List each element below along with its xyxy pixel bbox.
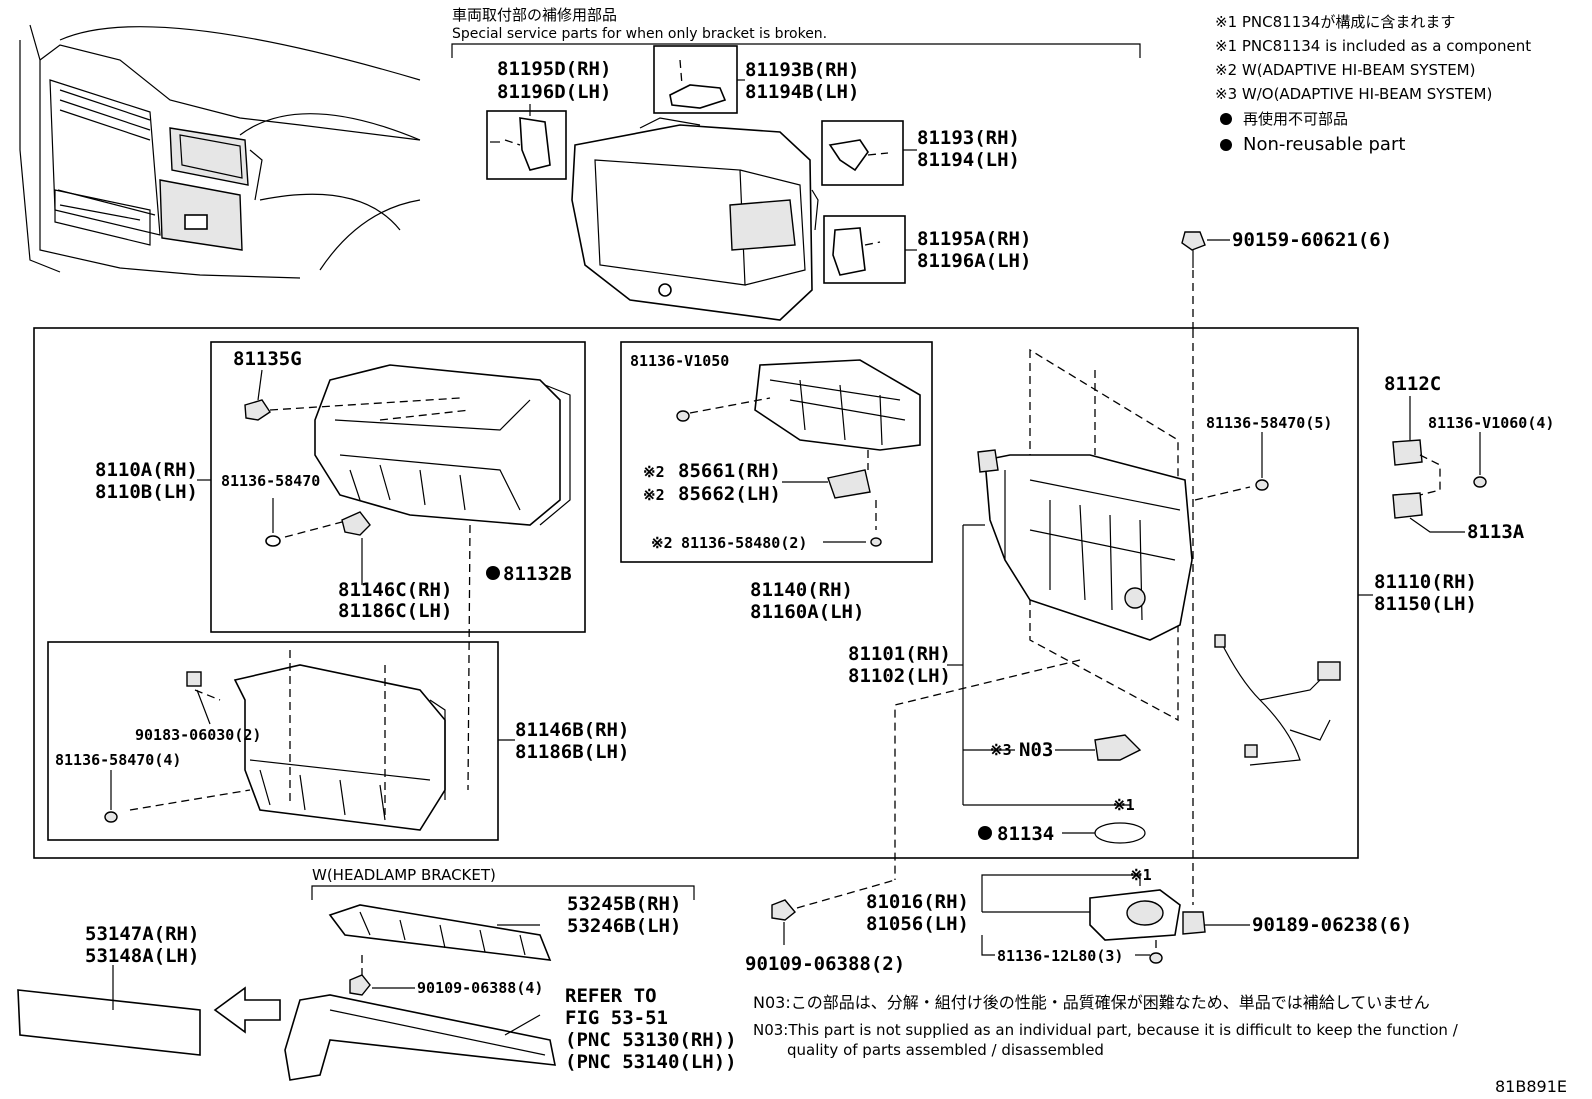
note-jp: N03:この部品は、分解・組付け後の性能・品質確保が困難なため、単品では補給して… xyxy=(753,993,1430,1012)
label-81136-V1060: 81136-V1060(4) xyxy=(1428,414,1554,432)
non-reusable-dot-icon xyxy=(486,566,500,580)
legend-nonreusable-jp: 再使用不可部品 xyxy=(1243,110,1348,128)
legend-note-1-en: ※1 PNC81134 is included as a component xyxy=(1215,37,1531,55)
label-90183-06030: 90183-06030(2) xyxy=(135,726,261,744)
notes: N03:この部品は、分解・組付け後の性能・品質確保が困難なため、単品では補給して… xyxy=(753,993,1567,1096)
label-81194B: 81194B(LH) xyxy=(745,81,859,103)
label-81136-58470-5: 81136-58470(5) xyxy=(1206,414,1332,432)
label-8112C: 8112C xyxy=(1384,373,1441,395)
vehicle-front-illustration xyxy=(19,24,421,279)
control-unit-group: 90109-06388(2) ※1 81016(RH) 81056(LH) 81… xyxy=(745,330,1412,975)
service-title-jp: 車両取付部の補修用部品 xyxy=(452,6,617,24)
note-en-1: N03:This part is not supplied as an indi… xyxy=(753,1021,1459,1039)
legend-note-1-jp: ※1 PNC81134が構成に含まれます xyxy=(1215,13,1455,31)
refer-to-line-3: (PNC 53130(RH)) xyxy=(565,1029,737,1051)
label-81196D: 81196D(LH) xyxy=(497,81,611,103)
socket-parts: 8112C 81136-V1060(4) 8113A xyxy=(1384,373,1554,543)
label-81136-V1050: 81136-V1050 xyxy=(630,352,729,370)
label-81193: 81193(RH) xyxy=(917,127,1020,149)
label-81186C: 81186C(LH) xyxy=(338,600,452,622)
mark-85661: ※2 xyxy=(643,463,665,481)
service-title-en: Special service parts for when only brac… xyxy=(452,26,827,42)
bolt-90159-60621: 90159-60621(6) xyxy=(1181,229,1392,330)
label-53246B: 53246B(LH) xyxy=(567,915,681,937)
label-81110: 81110(RH) xyxy=(1374,571,1477,593)
legend-nonreusable-en: Non-reusable part xyxy=(1243,134,1405,155)
label-8110A: 8110A(RH) xyxy=(95,459,198,481)
label-81102: 81102(LH) xyxy=(848,665,951,687)
label-81140: 81140(RH) xyxy=(750,579,853,601)
lens-subassembly-box: 81135G 81136-58470 81146C(RH) 81186C(LH)… xyxy=(210,341,586,791)
figure-id: 81B891E xyxy=(1495,1077,1567,1096)
label-81016: 81016(RH) xyxy=(866,891,969,913)
mark-85662: ※2 xyxy=(643,486,665,504)
label-53148A: 53148A(LH) xyxy=(85,945,199,967)
label-81186B: 81186B(LH) xyxy=(515,741,629,763)
label-81056: 81056(LH) xyxy=(866,913,969,935)
mark-x1-81016: ※1 xyxy=(1130,866,1152,884)
non-reusable-dot-icon xyxy=(1220,113,1232,125)
label-8110B: 8110B(LH) xyxy=(95,481,198,503)
label-90159-60621: 90159-60621(6) xyxy=(1232,229,1392,251)
label-81146C: 81146C(RH) xyxy=(338,579,452,601)
w-headlamp-bracket-title: W(HEADLAMP BRACKET) xyxy=(312,866,496,884)
refer-to-line-1: REFER TO xyxy=(565,985,657,1007)
label-8113A: 8113A xyxy=(1467,521,1525,543)
label-81134: 81134 xyxy=(997,823,1054,845)
label-90109-06388-2: 90109-06388(2) xyxy=(745,953,905,975)
label-81196A: 81196A(LH) xyxy=(917,250,1031,272)
mark-x1-81134: ※1 xyxy=(1113,796,1135,814)
label-81136-58470-4: 81136-58470(4) xyxy=(55,751,181,769)
label-81160A: 81160A(LH) xyxy=(750,601,864,623)
label-81132B: 81132B xyxy=(503,563,572,585)
non-reusable-dot-icon xyxy=(978,826,992,840)
module-subassembly-box: 81136-V1050 ※2 85661(RH) ※2 85662(LH) ※2… xyxy=(620,341,933,563)
legend-note-2: ※2 W(ADAPTIVE HI-BEAM SYSTEM) xyxy=(1215,61,1475,79)
headlamp-bracket-group: W(HEADLAMP BRACKET) 53245B(RH) 53246B(LH… xyxy=(17,866,737,1081)
label-85662: 85662(LH) xyxy=(678,483,781,505)
label-53245B: 53245B(RH) xyxy=(567,893,681,915)
label-90109-06388-4: 90109-06388(4) xyxy=(417,979,543,997)
label-53147A: 53147A(RH) xyxy=(85,923,199,945)
refer-to-line-4: (PNC 53140(LH)) xyxy=(565,1051,737,1073)
label-81136-58470: 81136-58470 xyxy=(221,472,320,490)
label-N03: N03 xyxy=(1019,739,1053,761)
label-81195A: 81195A(RH) xyxy=(917,228,1031,250)
headlamp-housing: 81136-58470(5) 81101(RH) 81102(LH) ※3 N0… xyxy=(848,348,1341,880)
label-81101: 81101(RH) xyxy=(848,643,951,665)
label-81150: 81150(LH) xyxy=(1374,593,1477,615)
mark-81136-58480: ※2 xyxy=(651,534,673,552)
label-90189-06238: 90189-06238(6) xyxy=(1252,914,1412,936)
mark-N03: ※3 xyxy=(990,741,1012,759)
label-81136-12L80: 81136-12L80(3) xyxy=(997,947,1123,965)
main-assembly-frame xyxy=(33,327,1359,859)
service-parts-group: 車両取付部の補修用部品 Special service parts for wh… xyxy=(451,6,1141,321)
label-81194: 81194(LH) xyxy=(917,149,1020,171)
label-81146B: 81146B(RH) xyxy=(515,719,629,741)
label-81135G: 81135G xyxy=(233,348,302,370)
refer-to-line-2: FIG 53-51 xyxy=(565,1007,668,1029)
note-en-2: quality of parts assembled / disassemble… xyxy=(787,1041,1104,1059)
label-81136-58480: 81136-58480(2) xyxy=(681,534,807,552)
label-81195D: 81195D(RH) xyxy=(497,58,611,80)
label-85661: 85661(RH) xyxy=(678,460,781,482)
legend: ※1 PNC81134が構成に含まれます ※1 PNC81134 is incl… xyxy=(1215,13,1531,155)
legend-note-3: ※3 W/O(ADAPTIVE HI-BEAM SYSTEM) xyxy=(1215,85,1492,103)
bracket-subassembly-box: 90183-06030(2) 81136-58470(4) xyxy=(47,641,499,841)
label-81193B: 81193B(RH) xyxy=(745,59,859,81)
non-reusable-dot-icon xyxy=(1220,139,1232,151)
arrow-left-icon xyxy=(213,986,281,1034)
